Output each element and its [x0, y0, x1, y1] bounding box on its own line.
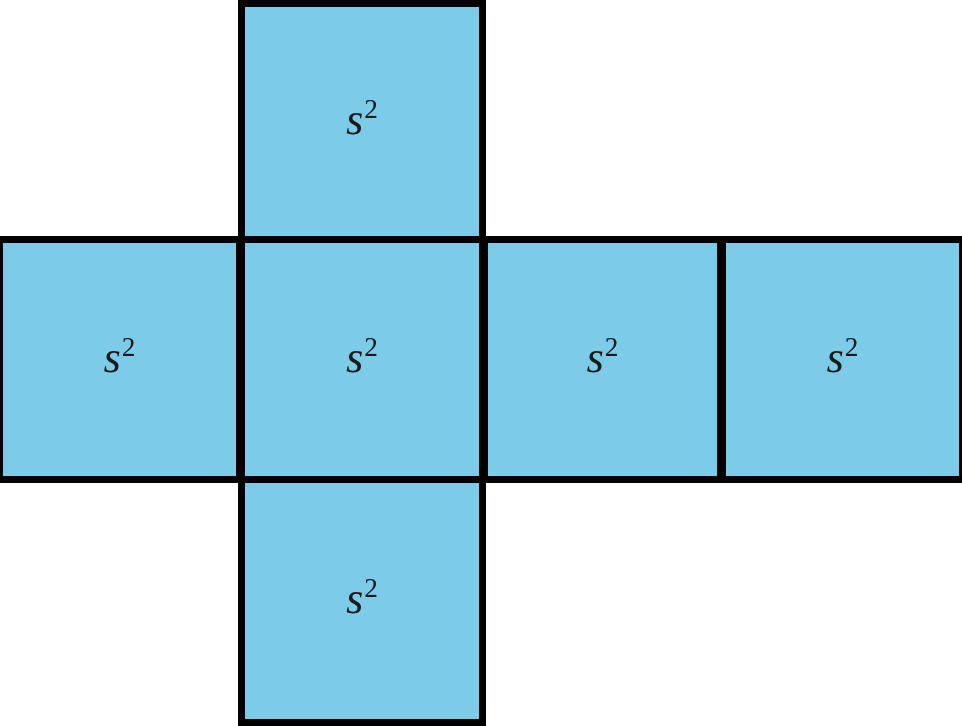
face-area-label: s2 [826, 332, 859, 382]
face-area-label: s2 [103, 332, 136, 382]
face-area-label: s2 [346, 574, 378, 623]
face-label-exponent: 2 [844, 331, 859, 362]
face-label-base: s [103, 332, 121, 382]
face-label-base: s [346, 94, 364, 144]
cube-face-middle-center: s2 [238, 236, 486, 483]
cube-face-bottom: s2 [238, 476, 486, 726]
face-label-exponent: 2 [604, 331, 619, 362]
face-area-label: s2 [586, 332, 619, 382]
face-label-base: s [346, 574, 364, 623]
face-label-exponent: 2 [121, 331, 136, 362]
cube-face-middle-far-right: s2 [719, 236, 962, 483]
cube-face-middle-right: s2 [481, 236, 724, 483]
cube-face-middle-left: s2 [0, 236, 243, 483]
face-area-label: s2 [346, 94, 378, 144]
face-label-exponent: 2 [364, 331, 378, 362]
cube-face-top: s2 [238, 0, 486, 243]
face-area-label: s2 [346, 332, 378, 382]
face-label-exponent: 2 [364, 93, 378, 124]
face-label-base: s [346, 332, 364, 382]
face-label-exponent: 2 [364, 573, 378, 604]
face-label-base: s [826, 332, 844, 382]
face-label-base: s [586, 332, 604, 382]
